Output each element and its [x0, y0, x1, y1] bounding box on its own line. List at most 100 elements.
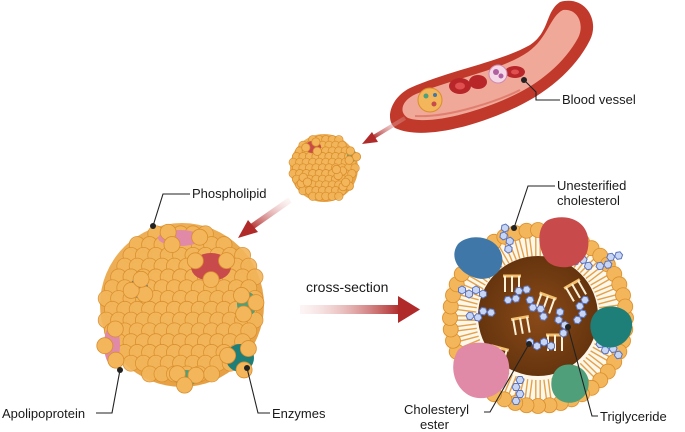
phospholipid-tail	[503, 374, 513, 394]
unesterified-label-line1: Unesterified	[557, 178, 626, 193]
phospholipid-tail	[513, 239, 521, 259]
phospholipid-head	[235, 361, 253, 379]
phospholipid-tail	[465, 278, 484, 290]
phospholipid-tail	[585, 356, 603, 371]
red-blood-cell	[469, 75, 487, 89]
arrow-vessel-to-particle	[362, 116, 407, 144]
phospholipid-tail	[594, 283, 614, 293]
phospholipid-head	[239, 340, 257, 357]
unesterified-label-line2: cholesterol	[557, 193, 620, 208]
phospholipid-head	[344, 155, 354, 165]
apolipoprotein-blue	[454, 237, 503, 279]
phospholipid-head	[301, 142, 311, 153]
lipoprotein-cross-section	[442, 217, 634, 414]
blood-vessel-label: Blood vessel	[562, 92, 636, 107]
phospholipid-head	[219, 347, 237, 364]
phospholipid-tail	[595, 288, 615, 297]
phospholipid-tail	[524, 379, 529, 400]
phospholipid-label: Phospholipid	[192, 186, 266, 201]
vessel-lipoprotein	[417, 87, 443, 113]
triglyceride	[510, 314, 531, 336]
phospholipid-head	[247, 294, 265, 312]
phospholipid-tail	[524, 236, 529, 257]
phospholipid-tail	[598, 298, 618, 305]
cross-section-arrow	[300, 296, 420, 323]
phospholipid-tail	[528, 236, 533, 257]
phospholipid-tail	[579, 362, 595, 379]
phospholipid-tail	[590, 350, 609, 362]
phospholipid-head	[96, 337, 114, 355]
phospholipid-tail	[597, 293, 617, 301]
phospholipid-tail	[547, 379, 552, 400]
phospholipid-head	[312, 146, 322, 156]
cholesteryl-label-line1: Cholesteryl	[404, 402, 469, 417]
phospholipid-head	[187, 366, 205, 384]
phospholipid-tail	[456, 327, 477, 332]
phospholipid-tail	[458, 331, 478, 338]
triglyceride	[503, 274, 521, 292]
phospholipid-head	[311, 137, 321, 147]
phospholipid-tail	[456, 308, 477, 313]
cholesteryl-ester	[525, 295, 549, 321]
phospholipid-head	[107, 351, 125, 369]
phospholipid-head	[331, 164, 342, 175]
apolipoprotein-red	[539, 217, 589, 268]
apolipoprotein-label: Apolipoprotein	[2, 406, 85, 421]
phospholipid-head	[106, 320, 124, 338]
phospholipid-head	[334, 191, 344, 201]
enzyme-green	[551, 364, 589, 403]
core-contents	[458, 223, 624, 405]
phospholipid-tail	[588, 269, 605, 283]
phospholipid-head	[191, 228, 209, 246]
phospholipid-head	[218, 252, 235, 270]
phospholipid-tail	[518, 238, 525, 258]
blood-vessel	[390, 0, 594, 133]
cholesteryl-ester	[572, 295, 590, 325]
enzyme-teal	[590, 306, 633, 348]
phospholipid-head	[132, 270, 150, 288]
cross-section-label: cross-section	[306, 279, 388, 295]
apolipoprotein-pink	[453, 342, 510, 399]
phospholipid-tail	[456, 304, 477, 309]
cholesteryl-label-line2: ester	[420, 417, 450, 432]
medium-lipoprotein	[288, 134, 362, 202]
phospholipid-head	[203, 365, 221, 383]
phospholipid-tail	[456, 323, 477, 328]
phospholipid-tail	[528, 379, 533, 400]
phospholipid-head	[302, 177, 313, 187]
unesterified-cholesterol	[511, 376, 525, 405]
phospholipid-head	[186, 252, 204, 270]
arrow-particle-to-large	[238, 197, 292, 238]
phospholipid-tail	[588, 353, 605, 367]
phospholipid-head	[202, 271, 220, 289]
phospholipid-tail	[592, 278, 611, 290]
enzymes-label: Enzymes	[272, 406, 326, 421]
phospholipid-tail	[459, 335, 479, 343]
phospholipid-tail	[592, 346, 611, 358]
triglyceride	[563, 278, 587, 302]
phospholipid-head	[233, 287, 250, 304]
phospholipid-tail	[543, 379, 548, 400]
phospholipid-head	[176, 376, 193, 394]
cholesteryl-ester	[503, 285, 532, 305]
large-lipoprotein	[96, 223, 265, 394]
phospholipid-tail	[599, 304, 620, 309]
phospholipid-tail	[467, 274, 486, 286]
unesterified-cholesterol	[458, 285, 487, 299]
phospholipid-head	[122, 282, 140, 299]
phospholipid-tail	[582, 359, 599, 375]
unesterified-cholesterol	[499, 223, 515, 254]
phospholipid-tail	[498, 245, 510, 264]
phospholipid-tail	[458, 298, 478, 305]
phospholipid-head	[351, 152, 362, 162]
phospholipid-head	[163, 236, 181, 253]
phospholipid-head	[345, 146, 355, 156]
unesterified-cholesterol	[465, 306, 496, 322]
triglyceride-label: Triglyceride	[600, 409, 667, 424]
phospholipid-head	[341, 177, 351, 187]
phospholipid-head	[235, 305, 253, 323]
phospholipid-tail	[590, 274, 609, 286]
unesterified-cholesterol	[595, 251, 624, 271]
cholesteryl-ester	[554, 307, 570, 338]
